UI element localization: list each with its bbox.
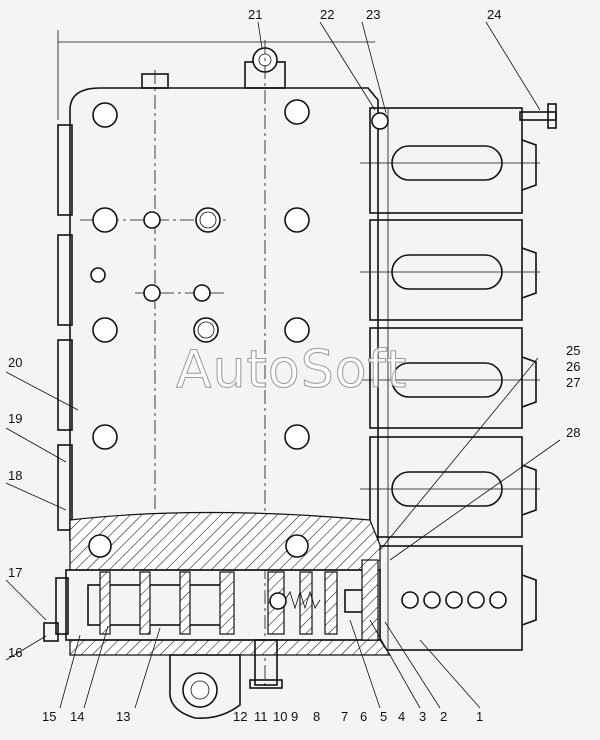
callout-7: 7	[341, 709, 349, 724]
body-holes	[90, 99, 310, 450]
callout-13: 13	[116, 709, 131, 724]
leader-lines	[5, 21, 561, 709]
callout-10: 10	[273, 709, 288, 724]
callout-12: 12	[233, 709, 248, 724]
callout-28: 28	[566, 425, 581, 440]
callout-16: 16	[8, 645, 23, 660]
callout-27: 27	[566, 375, 581, 390]
main-body-outline	[69, 87, 379, 541]
callout-26: 26	[566, 359, 581, 374]
callout-19: 19	[8, 411, 23, 426]
callout-24: 24	[487, 7, 502, 22]
section-stack	[360, 103, 557, 651]
callout-25: 25	[566, 343, 581, 358]
callout-5: 5	[380, 709, 388, 724]
callout-2: 2	[440, 709, 448, 724]
callout-15: 15	[42, 709, 57, 724]
callout-6: 6	[360, 709, 368, 724]
watermark: AutoSoft	[175, 340, 408, 401]
callout-3: 3	[419, 709, 427, 724]
callout-18: 18	[8, 468, 23, 483]
callout-23: 23	[366, 7, 381, 22]
callout-20: 20	[8, 355, 23, 370]
callout-4: 4	[398, 709, 406, 724]
callout-11: 11	[254, 709, 268, 724]
callout-17: 17	[8, 565, 23, 580]
left-flange-plates	[57, 124, 73, 531]
callout-8: 8	[313, 709, 321, 724]
top-plug	[141, 47, 286, 89]
callout-14: 14	[70, 709, 85, 724]
callout-1: 1	[476, 709, 484, 724]
callout-9: 9	[291, 709, 299, 724]
callout-21: 21	[248, 7, 263, 22]
callout-22: 22	[320, 7, 335, 22]
lower-cutaway	[43, 511, 392, 720]
